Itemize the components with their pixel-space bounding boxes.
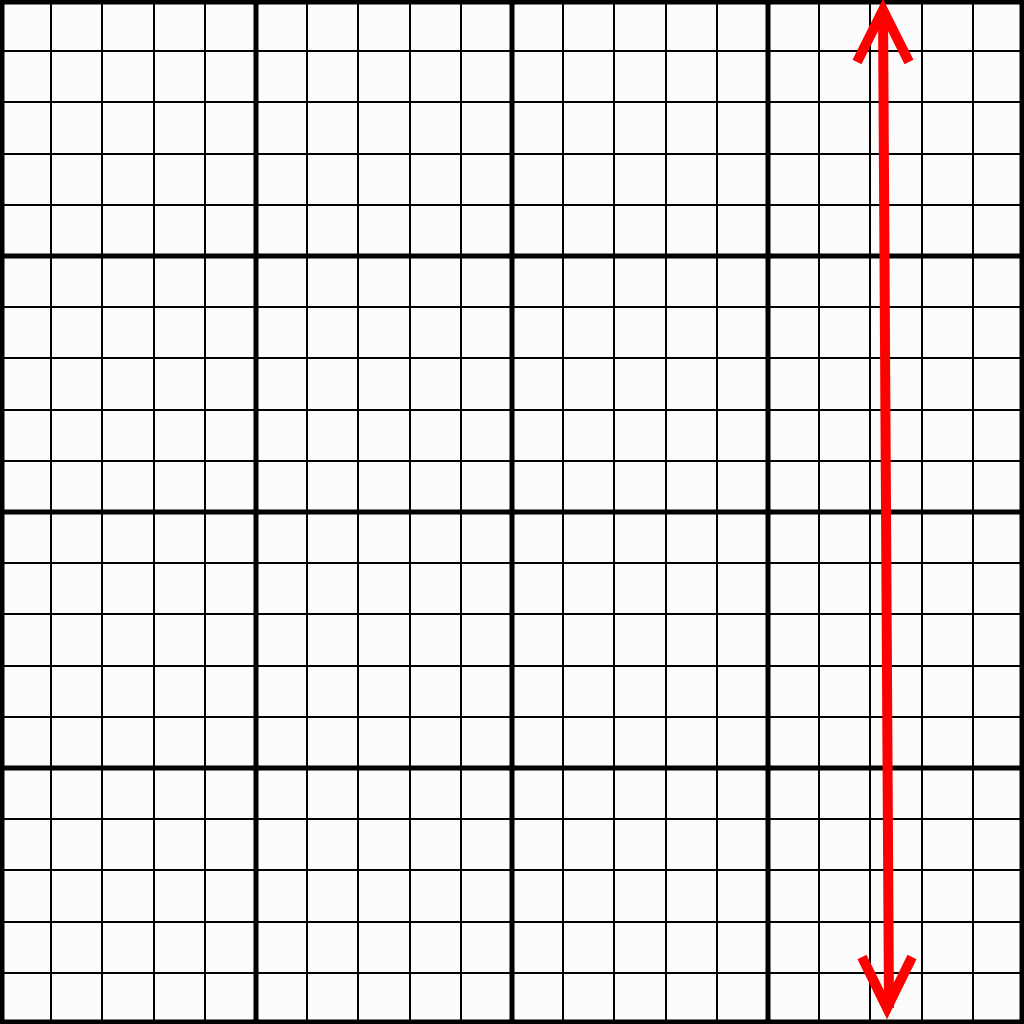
arrow-head-top [852, 0, 914, 65]
double-headed-arrow [852, 0, 917, 1020]
arrow-shaft [878, 9, 894, 1009]
arrow-head-bottom [857, 954, 917, 1020]
